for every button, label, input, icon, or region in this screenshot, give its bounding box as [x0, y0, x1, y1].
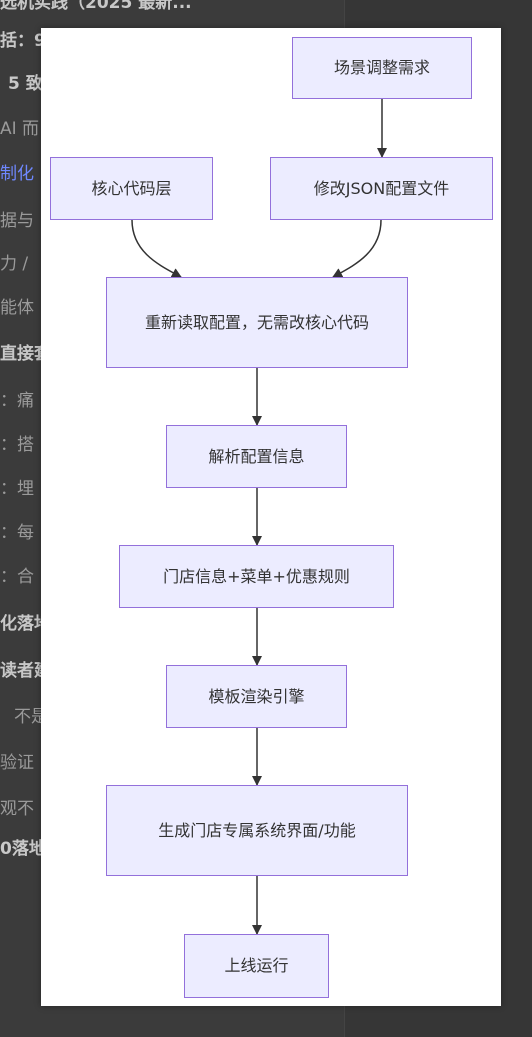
background-text-line: 力 /: [0, 254, 29, 274]
node-label: 上线运行: [224, 956, 289, 975]
node-parse-config: 解析配置信息: [166, 425, 347, 488]
background-text-line: 观不: [0, 799, 34, 819]
background-subheading: 化落地: [0, 614, 51, 634]
background-text-line: 验证: [0, 753, 34, 773]
node-json-config: 修改JSON配置文件: [270, 157, 493, 220]
flowchart-edges: [131, 99, 387, 935]
background-text-line: ：每: [0, 523, 34, 543]
background-text-line: AI 而: [0, 119, 40, 139]
edge-json-to-reload: [332, 219, 382, 278]
node-template-engine: 模板渲染引擎: [166, 665, 347, 728]
background-text-line: ：合: [0, 567, 34, 587]
node-label: 重新读取配置，无需改核心代码: [144, 312, 369, 332]
node-store-data: 门店信息+菜单+优惠规则: [119, 545, 394, 608]
node-generate-ui: 生成门店专属系统界面/功能: [106, 785, 408, 876]
node-scenario: 场景调整需求: [292, 37, 472, 99]
background-text-line: ：痛: [0, 391, 34, 411]
node-label: 模板渲染引擎: [208, 686, 305, 706]
background-text-line: ：埋: [0, 479, 34, 499]
background-text-line: ：搭: [0, 435, 34, 455]
node-label: 场景调整需求: [333, 58, 430, 77]
node-label: 门店信息+菜单+优惠规则: [163, 566, 350, 586]
background-text-line: 据与: [0, 211, 34, 231]
node-label: 解析配置信息: [208, 446, 305, 466]
background-link-line[interactable]: 制化: [0, 164, 34, 184]
node-label: 修改JSON配置文件: [313, 178, 450, 198]
background-text-line: 能体: [0, 298, 34, 318]
background-subheading: 读者建: [0, 661, 51, 681]
edge-core-to-reload: [131, 219, 182, 278]
node-online: 上线运行: [184, 934, 329, 998]
node-core-code: 核心代码层: [50, 157, 213, 220]
flowchart-modal: 场景调整需求 核心代码层 修改JSON配置文件 重新读取配置，无需改核心代码 解…: [41, 28, 501, 1006]
node-label: 生成门店专属系统界面/功能: [158, 820, 356, 840]
background-text-line: 不是: [14, 707, 48, 727]
node-reload-config: 重新读取配置，无需改核心代码: [106, 277, 408, 368]
background-heading: 选机实践（2025 最新...: [0, 0, 192, 13]
node-label: 核心代码层: [91, 178, 172, 198]
background-subheading: 直接套: [0, 344, 51, 364]
background-subheading: 0落地: [0, 839, 46, 859]
background-text-line: 5 致: [8, 74, 43, 94]
